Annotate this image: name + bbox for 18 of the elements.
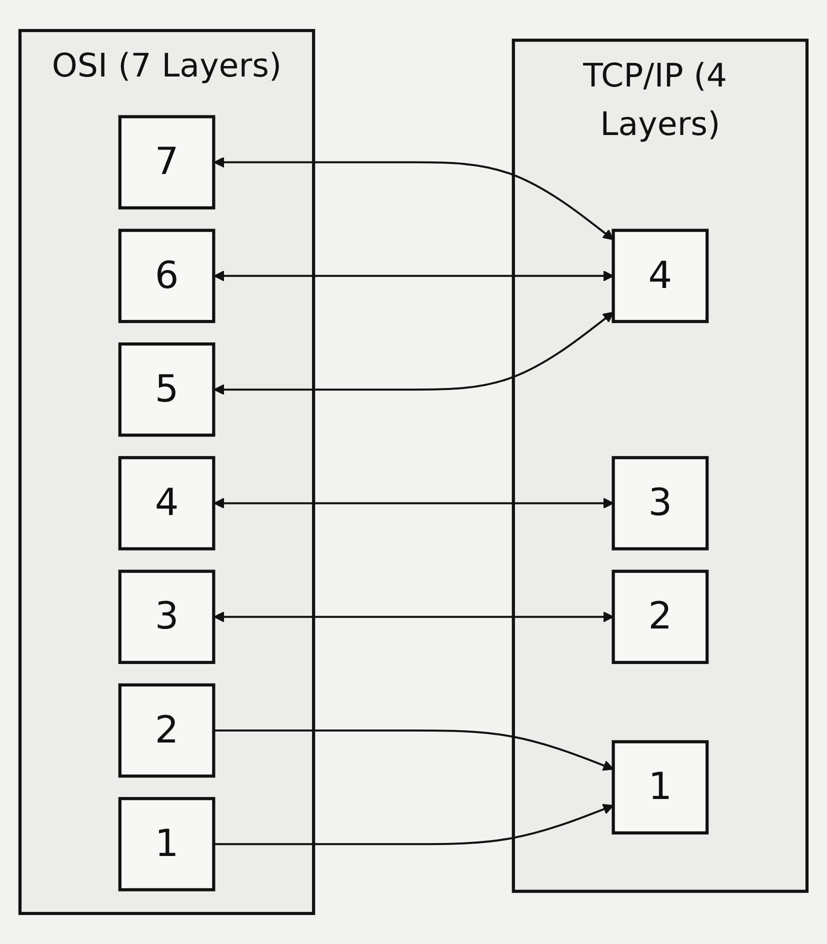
node-box: 3 (118, 570, 216, 664)
node-box: 2 (118, 683, 216, 778)
node-box: 4 (118, 456, 216, 550)
arrow (214, 498, 614, 509)
node-box: 5 (118, 342, 216, 437)
node-box: 1 (612, 740, 709, 834)
arrow (214, 156, 614, 240)
node-box: 7 (118, 115, 216, 210)
node-box: 6 (118, 228, 216, 324)
node-box: 1 (118, 797, 216, 892)
arrow (214, 611, 614, 622)
node-box: 2 (612, 570, 709, 664)
arrow (214, 270, 614, 282)
node-box: 4 (612, 228, 709, 324)
arrow (214, 730, 614, 771)
node-box: 3 (612, 456, 709, 550)
arrow (214, 312, 614, 396)
arrow (214, 804, 614, 846)
